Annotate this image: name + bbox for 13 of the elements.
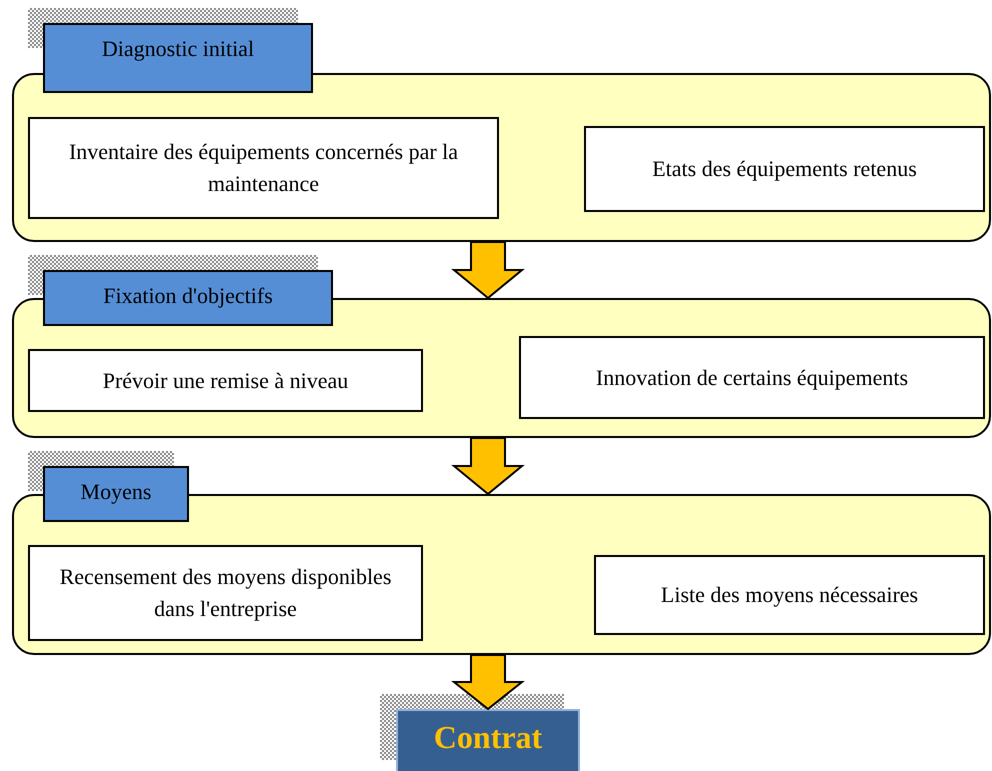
result-box: Contrat bbox=[396, 709, 580, 771]
text-box: Recensement des moyens disponibles dans l'entreprise bbox=[28, 545, 423, 641]
text-box: Etats des équipements retenus bbox=[584, 126, 985, 212]
block-arrow bbox=[451, 437, 525, 496]
block-arrow bbox=[451, 241, 525, 300]
text-box: Innovation de certains équipements bbox=[519, 336, 985, 419]
stage-heading: Fixation d'objectifs bbox=[43, 270, 333, 326]
text-box: Prévoir une remise à niveau bbox=[28, 349, 423, 412]
text-box: Liste des moyens nécessaires bbox=[594, 555, 985, 635]
stage-heading: Moyens bbox=[43, 466, 189, 522]
text-box: Inventaire des équipements concernés par la maintenance bbox=[28, 117, 499, 219]
block-arrow bbox=[451, 654, 525, 710]
stage-heading: Diagnostic initial bbox=[43, 23, 313, 93]
